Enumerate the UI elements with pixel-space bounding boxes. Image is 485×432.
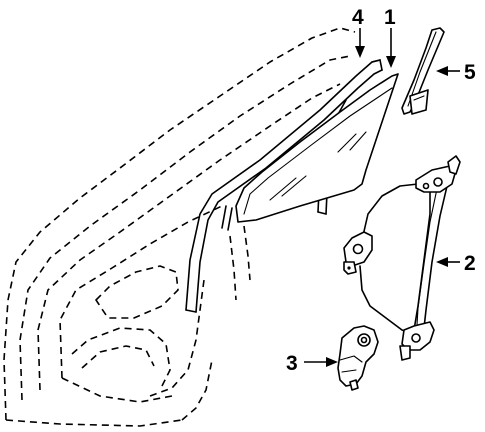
callout-number-1: 1	[384, 6, 396, 29]
door-outline-dashed	[3, 27, 356, 427]
callout-leader-lines	[304, 28, 460, 367]
belt-molding-trim	[401, 27, 445, 115]
regulator-motor	[337, 325, 379, 391]
callout-number-3: 3	[286, 352, 298, 375]
window-regulator	[343, 155, 461, 361]
callout-number-2: 2	[464, 252, 476, 275]
callout-number-5: 5	[464, 61, 476, 84]
window-glass	[235, 73, 399, 223]
callout-number-4: 4	[352, 6, 364, 29]
